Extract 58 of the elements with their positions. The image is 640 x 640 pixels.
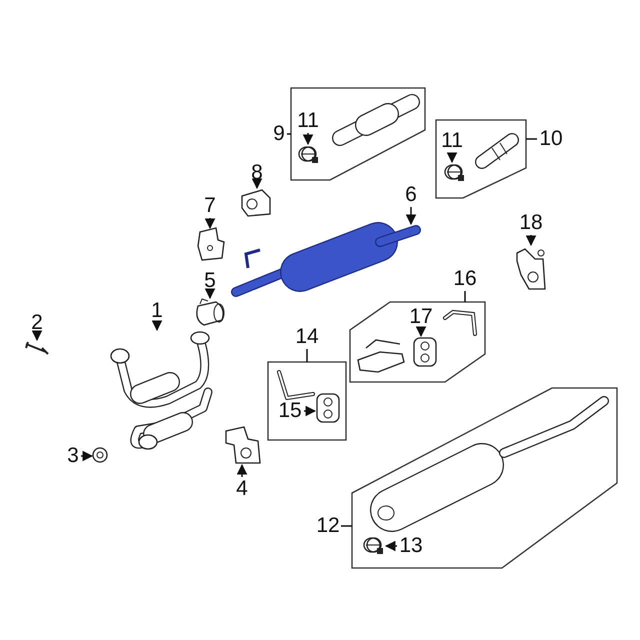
leader-arrow (406, 207, 416, 226)
insulator-drawing (412, 336, 436, 368)
leader-line (464, 291, 466, 302)
leader-arrow (236, 464, 248, 477)
leader-line (341, 525, 352, 527)
callout-number: 11 (297, 110, 319, 132)
leader-line (287, 133, 291, 135)
group-outline (350, 302, 485, 382)
callout-number: 16 (452, 268, 478, 290)
stud-icon (24, 340, 50, 356)
callout-number: 11 (441, 130, 463, 152)
leader-arrow (384, 540, 397, 552)
group-outline (291, 88, 425, 180)
group-outline (268, 362, 346, 440)
leader-line (526, 138, 537, 140)
hanger-rod-drawing (443, 310, 479, 338)
leader-arrow (152, 320, 162, 332)
leader-arrow (32, 330, 42, 342)
leader-arrow (204, 218, 216, 230)
leader-arrow (252, 178, 262, 190)
leader-arrow (526, 235, 536, 246)
leader-arrow (302, 133, 314, 146)
nut-icon (92, 447, 108, 463)
muffler-drawing (230, 224, 420, 300)
group-outline (352, 388, 617, 568)
callout-number: 5 (203, 270, 217, 292)
leader-arrow (446, 152, 458, 164)
clamp-icon (443, 162, 465, 182)
callout-number: 12 (316, 515, 340, 537)
callout-number: 7 (203, 195, 217, 217)
callout-number: 9 (272, 123, 286, 145)
callout-number: 2 (30, 312, 44, 334)
callout-number: 8 (250, 162, 264, 184)
leader-arrow (416, 326, 426, 338)
group-outline (436, 120, 526, 198)
bracket-drawing (356, 338, 406, 374)
callout-number: 3 (66, 445, 80, 467)
leader-line (306, 349, 308, 362)
insulator-drawing (315, 392, 341, 424)
callout-number: 14 (294, 326, 320, 348)
pipe-drawing (332, 94, 420, 144)
callout-number: 15 (277, 400, 303, 422)
leader-arrow (81, 450, 94, 462)
clamp-icon (362, 535, 386, 557)
muffler-drawing (372, 395, 612, 530)
callout-number: 10 (538, 128, 564, 150)
clamp-icon (297, 144, 321, 164)
leader-arrow (204, 288, 216, 300)
callout-number: 6 (404, 184, 418, 206)
pipe-drawing (474, 132, 520, 168)
callout-number: 18 (518, 212, 544, 234)
bracket-drawing (196, 228, 224, 260)
callout-number: 13 (398, 535, 424, 557)
callout-number: 1 (150, 300, 164, 322)
callout-number: 17 (409, 306, 433, 328)
callout-number: 4 (235, 478, 249, 500)
leader-arrow (304, 406, 316, 416)
hanger-drawing (240, 188, 272, 218)
